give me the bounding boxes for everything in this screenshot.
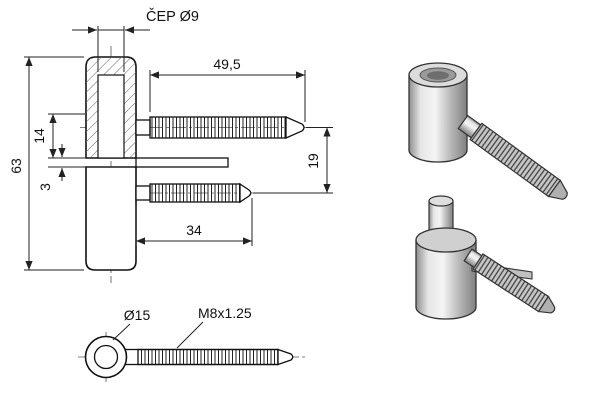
detail-view-eye-bolt: Ø15 M8x1.25 <box>78 305 306 382</box>
upper-barrel <box>85 56 137 159</box>
dim-label-bottom-pin-length: 34 <box>186 222 202 238</box>
dim-label-top-pin-length: 49,5 <box>213 56 240 72</box>
dim-label-14: 14 <box>31 128 47 144</box>
dim-label-eye-diameter: Ø15 <box>124 307 151 323</box>
eye-bolt-tip <box>277 348 294 366</box>
iso-upper-rod <box>457 114 568 200</box>
dimensions <box>24 26 333 271</box>
upper-threaded-pin <box>135 116 305 139</box>
iso-lower-part <box>415 195 556 320</box>
iso-upper-cylinder <box>408 75 468 163</box>
detail-leaders <box>112 321 204 349</box>
dim-label-thread-spec: M8x1.25 <box>198 305 252 321</box>
eye-ring-inner <box>93 344 119 370</box>
dim-label-pin-diameter: ČEP Ø9 <box>146 8 199 25</box>
iso-upper-bore-hole <box>427 71 449 80</box>
lower-barrel <box>85 166 137 271</box>
lower-threaded-pin <box>135 182 252 204</box>
iso-lower-rod <box>463 248 556 314</box>
iso-view <box>408 62 568 320</box>
dim-label-19: 19 <box>305 153 321 169</box>
dim-label-total-height: 63 <box>8 158 24 174</box>
eye-bolt-threads <box>137 348 279 366</box>
iso-lower-cylinder <box>415 240 477 320</box>
iso-upper-part <box>408 62 568 200</box>
middle-tab <box>135 157 229 168</box>
front-view: ČEP Ø9 49,5 63 14 3 19 34 <box>8 8 333 283</box>
dim-label-3: 3 <box>37 183 53 191</box>
iso-lower-top-face <box>415 227 477 253</box>
